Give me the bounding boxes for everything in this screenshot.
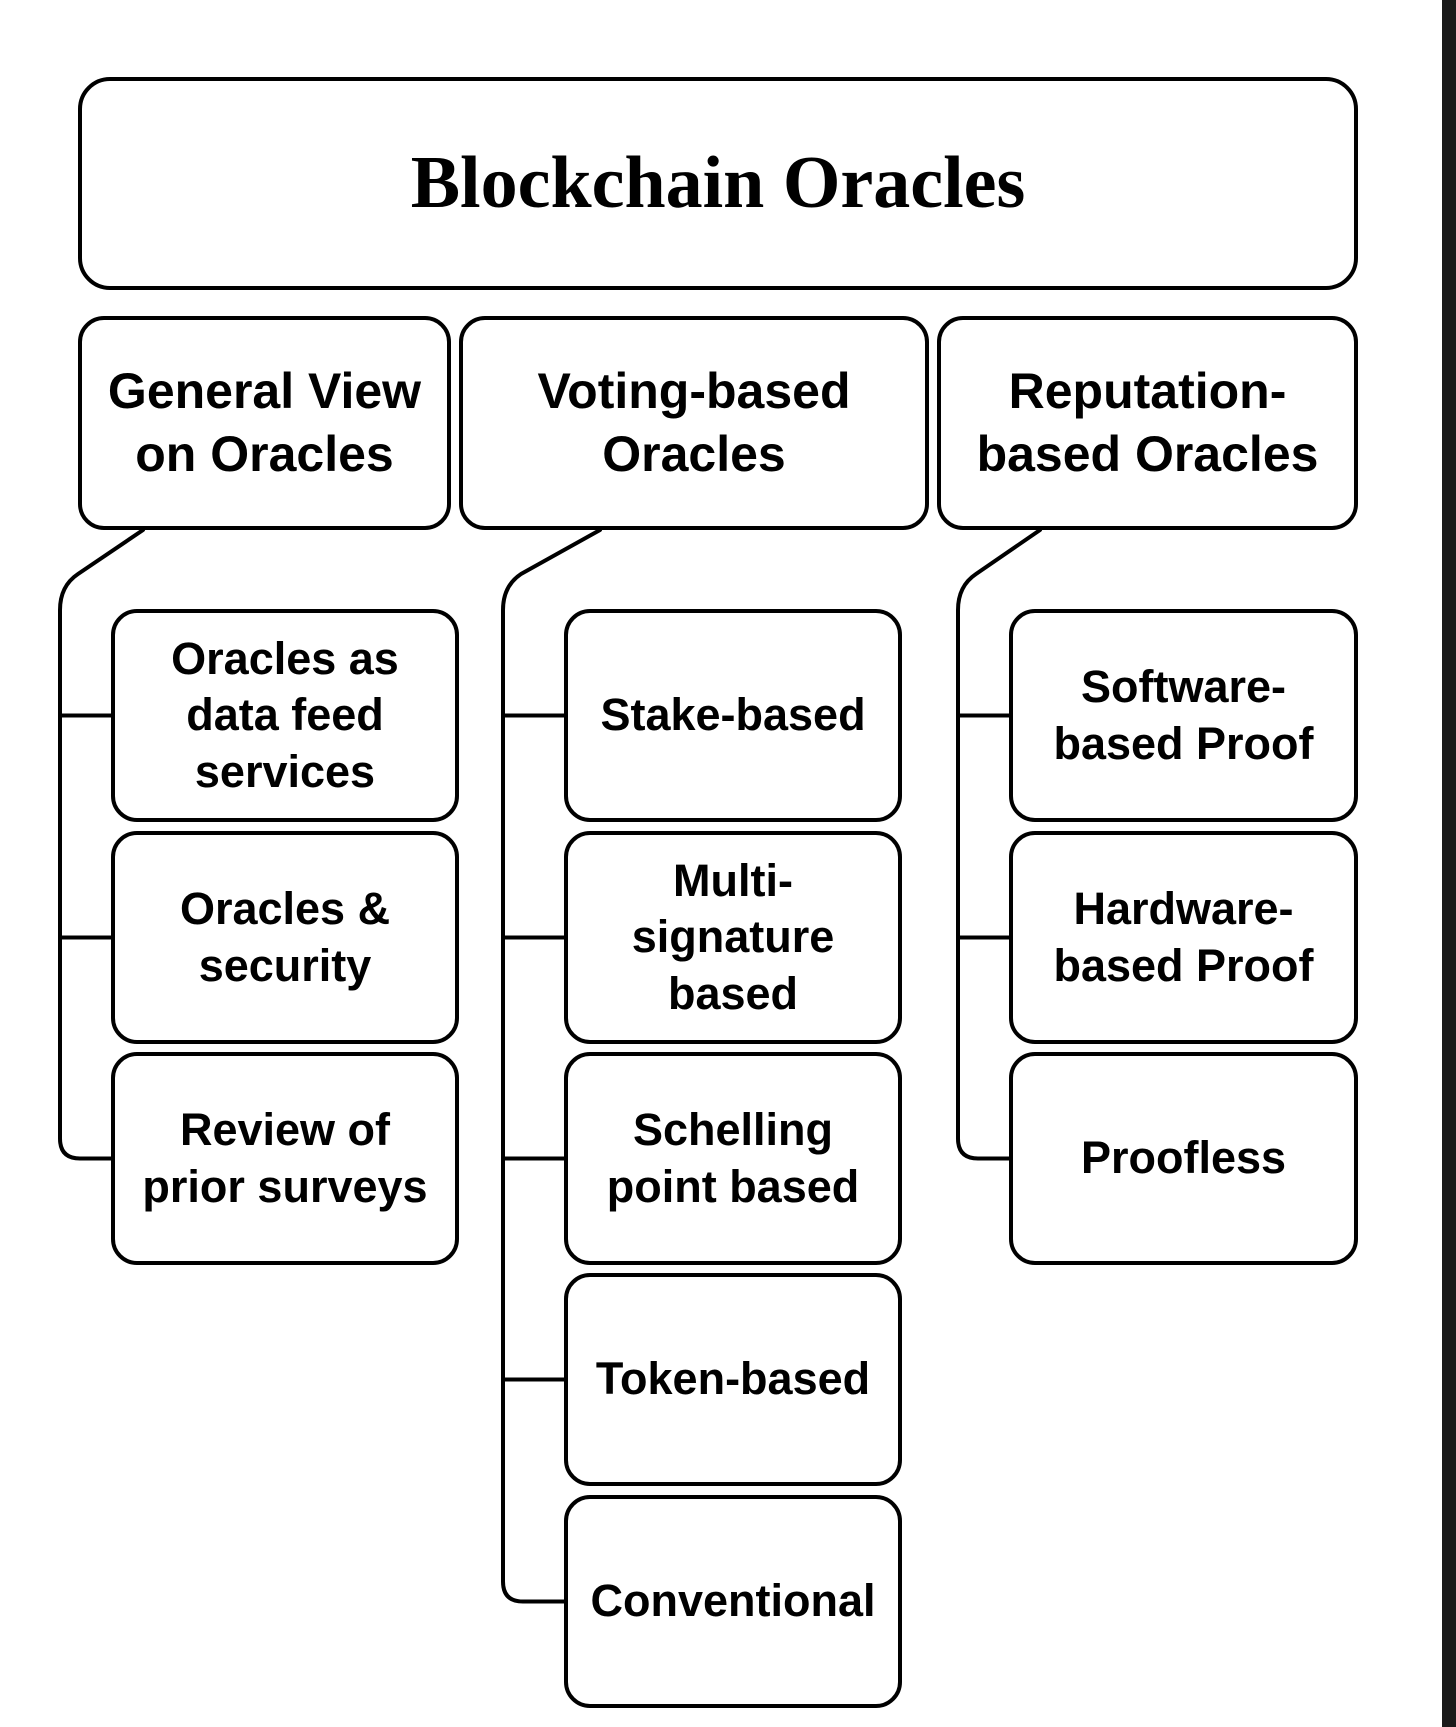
connector-trunk-2	[501, 528, 602, 1604]
leaf-node-2-4: Token-based	[564, 1273, 902, 1486]
leaf-node-2-2-label: Multi- signature based	[631, 855, 835, 1019]
category-node-3-label: Reputation- based Oracles	[976, 363, 1319, 482]
connector-trunk-3	[956, 528, 1042, 1161]
connector-trunk-1	[58, 528, 145, 1161]
leaf-node-2-1: Stake-based	[564, 609, 902, 822]
leaf-node-3-1-label: Software- based Proof	[1053, 661, 1314, 769]
category-node-2-label: Voting-based Oracles	[537, 363, 851, 482]
leaf-node-3-3: Proofless	[1009, 1052, 1358, 1265]
category-node-2: Voting-based Oracles	[459, 316, 929, 530]
leaf-node-1-2-label: Oracles & security	[179, 883, 391, 991]
leaf-node-2-2: Multi- signature based	[564, 831, 902, 1044]
leaf-node-2-4-label: Token-based	[595, 1353, 871, 1405]
leaf-node-3-1: Software- based Proof	[1009, 609, 1358, 822]
root-node: Blockchain Oracles	[78, 77, 1358, 290]
category-node-1: General View on Oracles	[78, 316, 451, 530]
leaf-node-2-3: Schelling point based	[564, 1052, 902, 1265]
leaf-node-1-2: Oracles & security	[111, 831, 459, 1044]
leaf-node-1-3: Review of prior surveys	[111, 1052, 459, 1265]
category-node-1-label: General View on Oracles	[107, 363, 422, 482]
category-node-3: Reputation- based Oracles	[937, 316, 1358, 530]
leaf-node-3-2-label: Hardware- based Proof	[1053, 883, 1314, 991]
leaf-node-1-3-label: Review of prior surveys	[142, 1104, 428, 1212]
leaf-node-2-3-label: Schelling point based	[606, 1104, 860, 1212]
window-edge	[1442, 0, 1456, 1727]
root-title: Blockchain Oracles	[410, 142, 1026, 224]
leaf-node-1-1: Oracles as data feed services	[111, 609, 459, 822]
leaf-node-2-5: Conventional	[564, 1495, 902, 1708]
leaf-node-3-2: Hardware- based Proof	[1009, 831, 1358, 1044]
leaf-node-3-3-label: Proofless	[1080, 1132, 1287, 1184]
leaf-node-2-1-label: Stake-based	[600, 689, 866, 741]
leaf-node-2-5-label: Conventional	[590, 1575, 876, 1627]
leaf-node-1-1-label: Oracles as data feed services	[171, 633, 399, 797]
